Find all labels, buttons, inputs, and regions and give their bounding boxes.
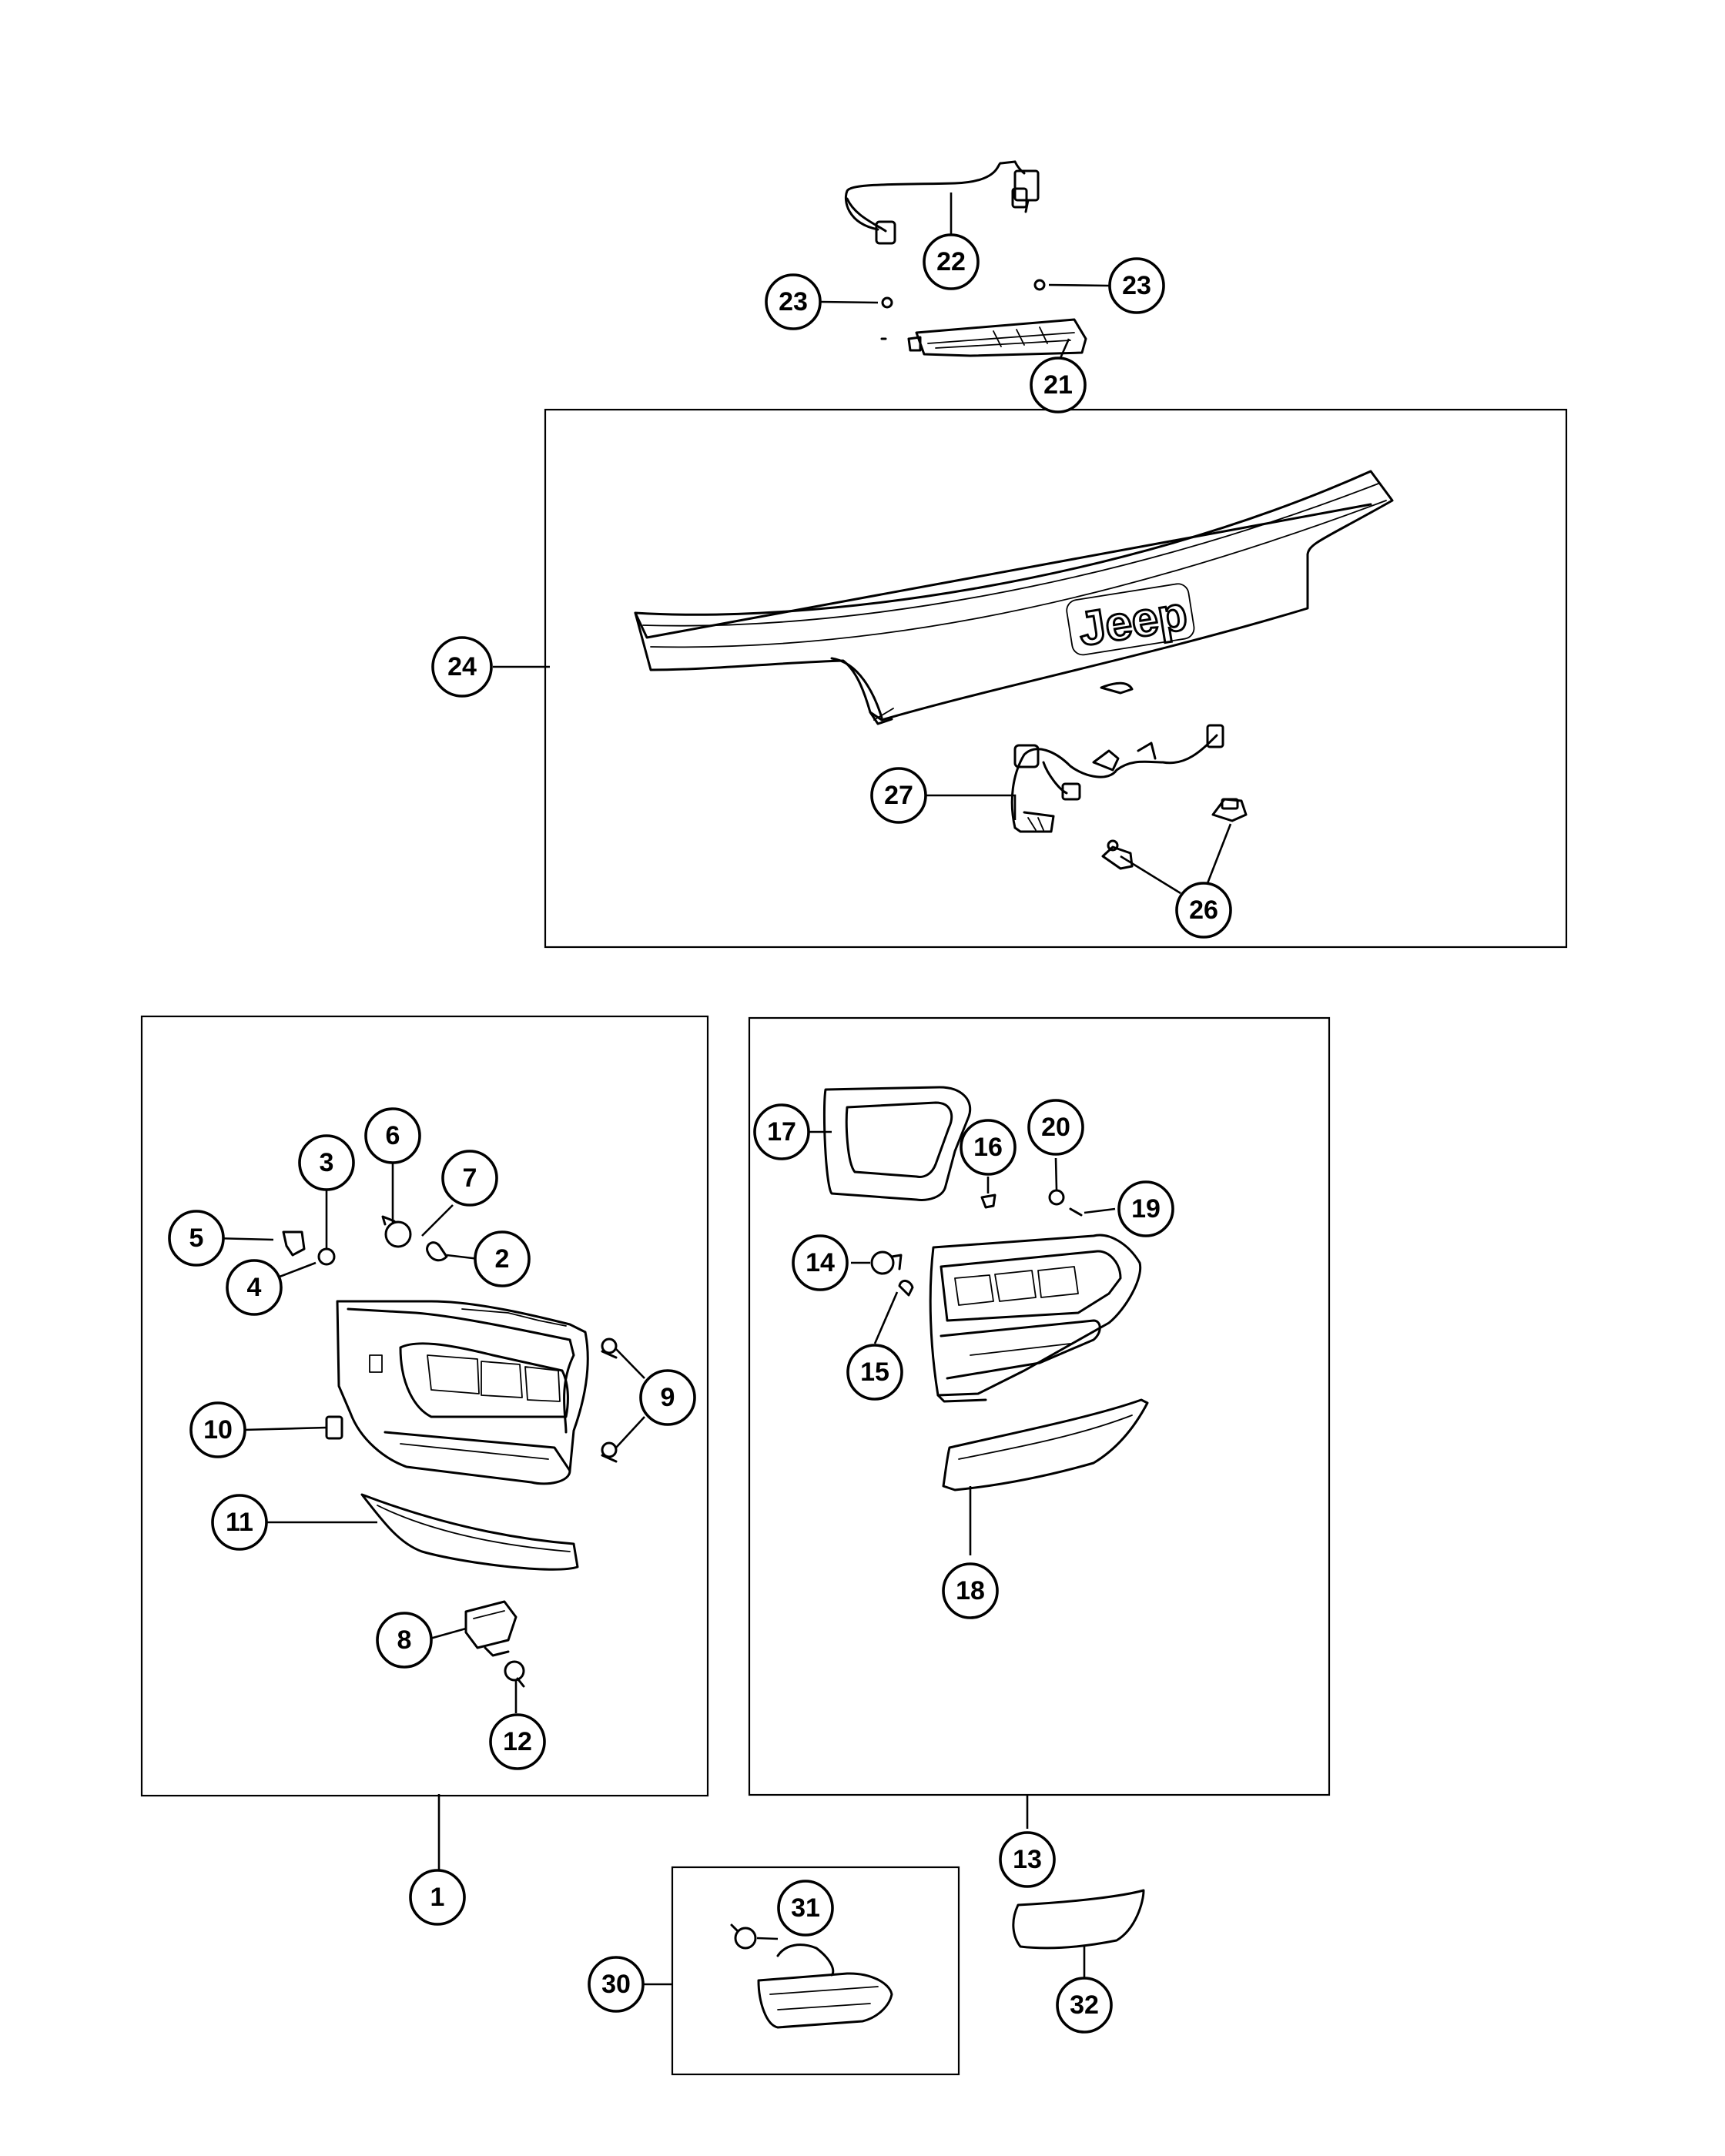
screw-left-part <box>881 296 893 309</box>
inner-tail-lamp-part <box>929 1234 1142 1403</box>
svg-text:13: 13 <box>1013 1845 1042 1874</box>
callout-6: 6 <box>364 1107 421 1164</box>
callout-30: 30 <box>588 1956 645 2013</box>
svg-text:2: 2 <box>495 1244 510 1274</box>
fog-lamp-group-box <box>671 1866 960 2076</box>
chmsl-lamp-part <box>907 318 1087 357</box>
reflector-trim-part-11 <box>360 1493 579 1571</box>
callout-23-right: 23 <box>1108 257 1165 314</box>
svg-text:32: 32 <box>1070 1990 1099 2020</box>
bolt-lower-part-9 <box>601 1441 618 1463</box>
callout-12: 12 <box>489 1713 546 1770</box>
svg-text:23: 23 <box>779 287 808 316</box>
callout-20: 20 <box>1027 1099 1084 1156</box>
leader-lines <box>213 192 1232 1986</box>
reflector-trim-part-18 <box>942 1398 1149 1491</box>
callout-24: 24 <box>431 636 493 698</box>
svg-text:21: 21 <box>1043 370 1073 400</box>
svg-text:20: 20 <box>1041 1113 1070 1142</box>
callout-17: 17 <box>753 1103 810 1160</box>
jeep-logo: Jeep <box>1066 583 1195 658</box>
callout-10: 10 <box>189 1401 246 1458</box>
socket-part-6 <box>381 1215 412 1248</box>
svg-text:31: 31 <box>791 1893 820 1923</box>
callout-7: 7 <box>441 1150 498 1207</box>
svg-text:4: 4 <box>247 1273 262 1302</box>
pushpin-part-12 <box>504 1660 525 1688</box>
license-lamp-left-part <box>1101 839 1134 870</box>
bolt-upper-part-9 <box>601 1337 618 1359</box>
svg-text:6: 6 <box>386 1121 400 1150</box>
bulb-part-3 <box>317 1247 336 1266</box>
clip-part-5 <box>282 1230 306 1257</box>
inner-tail-lamp-group-box <box>748 1016 1331 1796</box>
screw-right-part <box>1033 279 1046 291</box>
callout-9: 9 <box>639 1369 696 1426</box>
svg-text:18: 18 <box>956 1576 985 1605</box>
svg-text:23: 23 <box>1122 271 1151 300</box>
liftgate-applique-group-box <box>544 408 1568 949</box>
reflector-part-32 <box>1012 1889 1145 1950</box>
fog-lamp-part-30 <box>757 1943 893 2029</box>
callout-3: 3 <box>298 1134 355 1191</box>
svg-text:15: 15 <box>860 1358 889 1387</box>
socket-part-14 <box>870 1250 903 1275</box>
svg-text:11: 11 <box>226 1508 253 1537</box>
svg-text:30: 30 <box>601 1970 631 1999</box>
callout-5: 5 <box>168 1210 225 1267</box>
svg-text:5: 5 <box>189 1224 204 1253</box>
callout-31: 31 <box>777 1880 834 1937</box>
liftgate-wiring-harness-part <box>1010 724 1224 833</box>
callout-13: 13 <box>999 1831 1056 1888</box>
outer-tail-lamp-group-box <box>140 1015 709 1797</box>
svg-text:8: 8 <box>397 1625 412 1655</box>
callout-15: 15 <box>846 1344 903 1401</box>
gasket-part-17 <box>822 1086 972 1201</box>
callout-21: 21 <box>1030 357 1087 413</box>
callout-18: 18 <box>942 1562 999 1619</box>
bulb-part-15 <box>898 1280 914 1297</box>
callout-19: 19 <box>1117 1180 1174 1237</box>
license-lamp-right-part <box>1211 798 1248 822</box>
svg-text:19: 19 <box>1131 1194 1161 1224</box>
callout-26: 26 <box>1175 882 1232 939</box>
callout-27: 27 <box>870 767 927 824</box>
svg-text:9: 9 <box>661 1383 675 1412</box>
svg-text:27: 27 <box>884 781 913 810</box>
callout-11: 11 <box>211 1494 268 1551</box>
nut-part-20 <box>1048 1189 1065 1206</box>
bulb-part-2 <box>426 1241 448 1262</box>
callout-2: 2 <box>474 1230 531 1287</box>
callout-16: 16 <box>960 1119 1017 1176</box>
svg-text:26: 26 <box>1189 896 1218 925</box>
svg-text:7: 7 <box>463 1163 477 1193</box>
nut-part-16 <box>980 1194 996 1209</box>
callout-23-left: 23 <box>765 273 822 330</box>
svg-text:17: 17 <box>767 1117 796 1147</box>
svg-text:22: 22 <box>936 247 966 276</box>
outer-tail-lamp-part <box>336 1300 589 1485</box>
connector-part-10 <box>325 1415 343 1440</box>
callout-1: 1 <box>409 1869 466 1926</box>
svg-text:1: 1 <box>430 1883 445 1912</box>
callout-22: 22 <box>923 233 980 290</box>
wiring-connector-part-8 <box>464 1600 518 1657</box>
callout-8: 8 <box>376 1612 433 1669</box>
svg-text:24: 24 <box>447 652 477 681</box>
chmsl-wire-harness-part <box>844 160 1040 245</box>
svg-text:14: 14 <box>806 1248 835 1277</box>
callout-14: 14 <box>792 1234 849 1291</box>
liftgate-applique-part: Jeep <box>634 470 1394 725</box>
svg-text:12: 12 <box>503 1727 532 1756</box>
callout-32: 32 <box>1056 1977 1113 2034</box>
svg-text:3: 3 <box>320 1148 334 1177</box>
svg-text:10: 10 <box>203 1415 233 1445</box>
svg-text:16: 16 <box>973 1133 1003 1162</box>
callout-4: 4 <box>226 1259 283 1316</box>
fog-lamp-bulb-part-31 <box>730 1923 757 1950</box>
screw-part-19 <box>1069 1207 1083 1217</box>
